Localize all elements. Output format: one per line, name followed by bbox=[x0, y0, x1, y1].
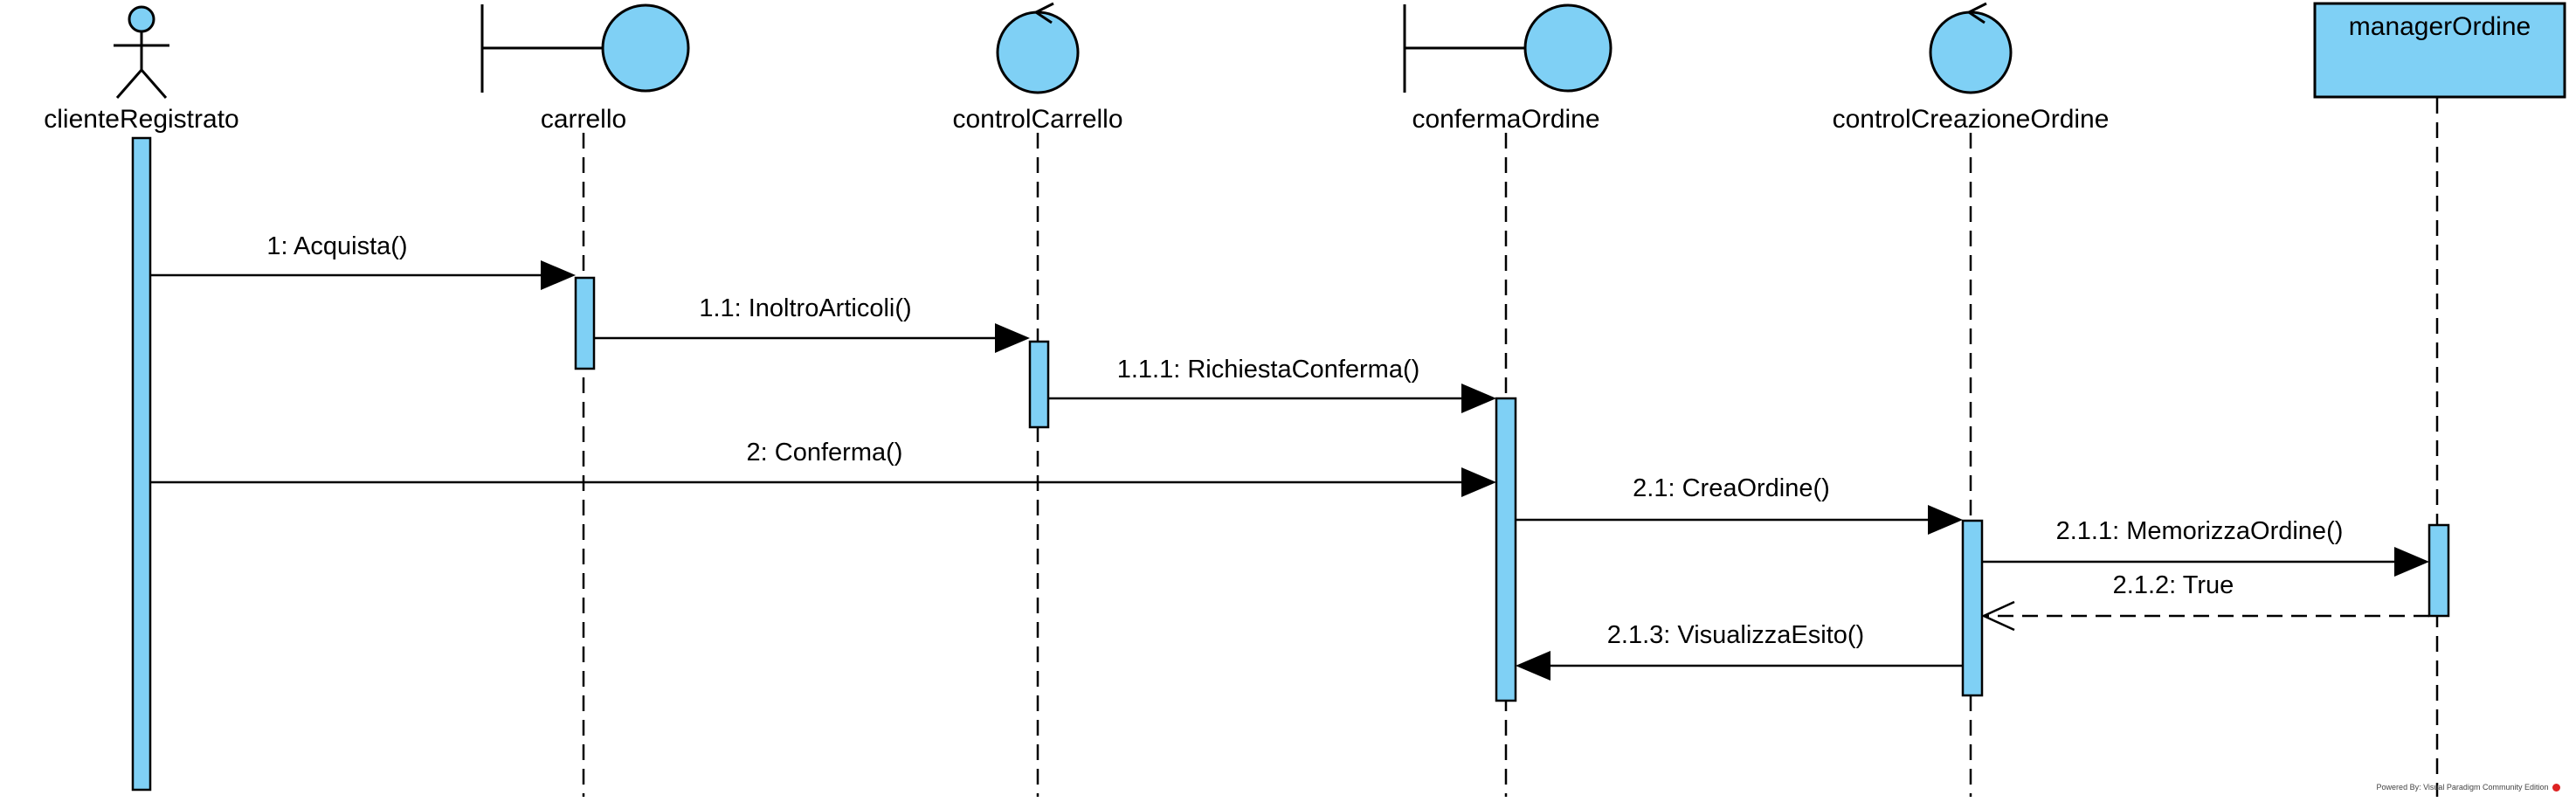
message-label: 2.1: CreaOrdine() bbox=[1633, 474, 1830, 502]
activation-control-creazione-ordine bbox=[1961, 519, 1984, 697]
message-label: 2.1.1: MemorizzaOrdine() bbox=[2056, 517, 2344, 545]
participant-label-cliente-registrato: clienteRegistrato bbox=[44, 105, 238, 134]
message-visualizza-esito: 2.1.3: VisualizzaEsito() bbox=[1516, 621, 1963, 681]
participant-cliente-registrato: clienteRegistrato bbox=[44, 5, 239, 134]
boundary-icon bbox=[480, 3, 690, 93]
message-label: 2: Conferma() bbox=[747, 439, 903, 467]
message-label: 2.1.3: VisualizzaEsito() bbox=[1607, 621, 1864, 649]
message-label: 1.1: InoltroArticoli() bbox=[699, 294, 911, 322]
participant-label-carrello: carrello bbox=[541, 105, 626, 134]
activation-manager-ordine bbox=[2428, 523, 2450, 618]
activations bbox=[131, 136, 2450, 792]
control-icon bbox=[996, 2, 1080, 94]
activation-cliente-registrato bbox=[131, 136, 152, 792]
participant-carrello: carrello bbox=[480, 3, 690, 134]
message-memorizza-ordine: 2.1.1: MemorizzaOrdine() bbox=[1982, 517, 2429, 577]
message-inoltro-articoli: 1.1: InoltroArticoli() bbox=[594, 294, 1030, 353]
message-conferma: 2: Conferma() bbox=[150, 439, 1496, 497]
control-icon bbox=[1929, 2, 2013, 94]
footer-text: Powered By: Visual Paradigm Community Ed… bbox=[2376, 782, 2549, 792]
message-label: 1: Acquista() bbox=[266, 232, 407, 260]
activation-conferma-ordine bbox=[1495, 397, 1517, 702]
visual-paradigm-logo-icon bbox=[2552, 784, 2560, 792]
participant-label-manager-ordine: managerOrdine bbox=[2349, 12, 2531, 41]
messages: 1: Acquista() 1.1: InoltroArticoli() 1.1… bbox=[150, 232, 2429, 681]
message-acquista: 1: Acquista() bbox=[150, 232, 576, 290]
message-richiesta-conferma: 1.1.1: RichiestaConferma() bbox=[1048, 356, 1496, 413]
message-label: 2.1.2: True bbox=[2113, 571, 2234, 599]
participant-conferma-ordine: confermaOrdine bbox=[1403, 3, 1613, 134]
message-crea-ordine: 2.1: CreaOrdine() bbox=[1516, 474, 1963, 535]
powered-by-footer: Powered By: Visual Paradigm Community Ed… bbox=[2377, 783, 2560, 792]
actor-icon bbox=[114, 5, 169, 99]
boundary-icon bbox=[1403, 3, 1613, 93]
participant-label-control-carrello: controlCarrello bbox=[952, 105, 1122, 134]
activation-carrello bbox=[574, 276, 596, 370]
participant-control-creazione-ordine: controlCreazioneOrdine bbox=[1833, 2, 2110, 134]
activation-control-carrello bbox=[1028, 340, 1050, 429]
message-label: 1.1.1: RichiestaConferma() bbox=[1117, 356, 1420, 384]
participant-control-carrello: controlCarrello bbox=[952, 2, 1123, 134]
participant-manager-ordine: managerOrdine bbox=[2313, 2, 2566, 99]
object-box bbox=[2313, 2, 2566, 99]
participant-label-conferma-ordine: confermaOrdine bbox=[1412, 105, 1599, 134]
participant-label-control-creazione-ordine: controlCreazioneOrdine bbox=[1833, 105, 2110, 134]
message-return-true: 2.1.2: True bbox=[1980, 571, 2429, 632]
